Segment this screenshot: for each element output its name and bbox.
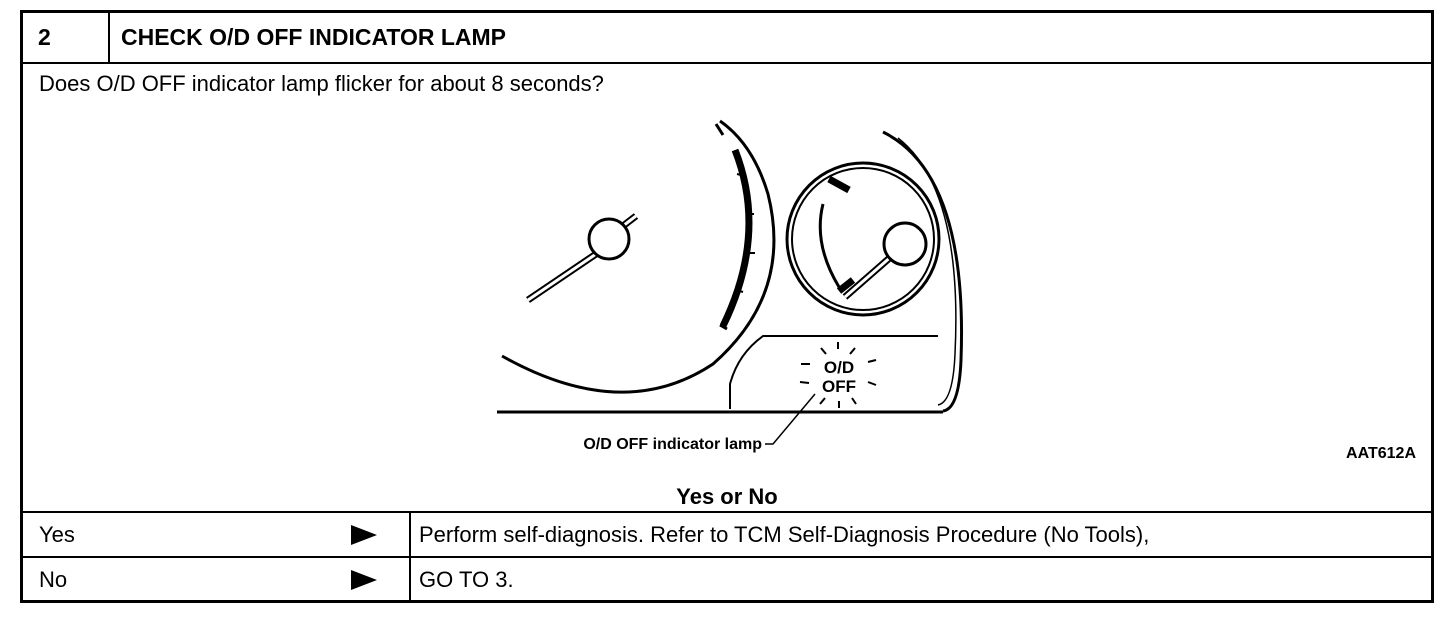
- cluster-housing: [882, 130, 964, 413]
- diagnostic-step-table: 2 CHECK O/D OFF INDICATOR LAMP Does O/D …: [20, 10, 1434, 603]
- question-section: Does O/D OFF indicator lamp flicker for …: [23, 64, 1431, 513]
- step-number: 2: [23, 13, 110, 62]
- answer-label-no: No: [39, 567, 68, 592]
- indicator-panel: [729, 335, 938, 409]
- lamp-text-off: OFF: [822, 377, 856, 396]
- step-header-row: 2 CHECK O/D OFF INDICATOR LAMP: [23, 13, 1431, 64]
- instrument-cluster-illustration: O/D OFF O/D OFF indicator lamp: [497, 119, 964, 453]
- step-title: CHECK O/D OFF INDICATOR LAMP: [121, 24, 507, 50]
- od-off-lamp: O/D OFF: [799, 342, 877, 408]
- answer-action-no: GO TO 3.: [409, 558, 1431, 600]
- callout-label: O/D OFF indicator lamp: [583, 436, 762, 453]
- decision-label: Yes or No: [676, 484, 778, 509]
- cluster-bezel: [897, 137, 957, 406]
- answer-label-yes: Yes: [39, 522, 75, 547]
- speedometer-scale: [719, 148, 753, 328]
- speedometer-needle: [526, 213, 639, 303]
- question-text: Does O/D OFF indicator lamp flicker for …: [39, 71, 604, 96]
- flicker-rays-icon: [799, 342, 877, 408]
- right-arrow-icon: [351, 525, 377, 545]
- answer-row-yes: Yes Perform self-diagnosis. Refer to TCM…: [23, 513, 1431, 558]
- answer-row-no: No GO TO 3.: [23, 558, 1431, 600]
- figure-id: AAT612A: [1346, 445, 1416, 462]
- callout-leader: [765, 393, 816, 445]
- small-gauge: [785, 161, 941, 317]
- speedometer-outline: [501, 119, 776, 394]
- answer-action-yes: Perform self-diagnosis. Refer to TCM Sel…: [409, 513, 1431, 556]
- right-arrow-icon: [351, 570, 377, 590]
- lamp-text-od: O/D: [824, 358, 854, 377]
